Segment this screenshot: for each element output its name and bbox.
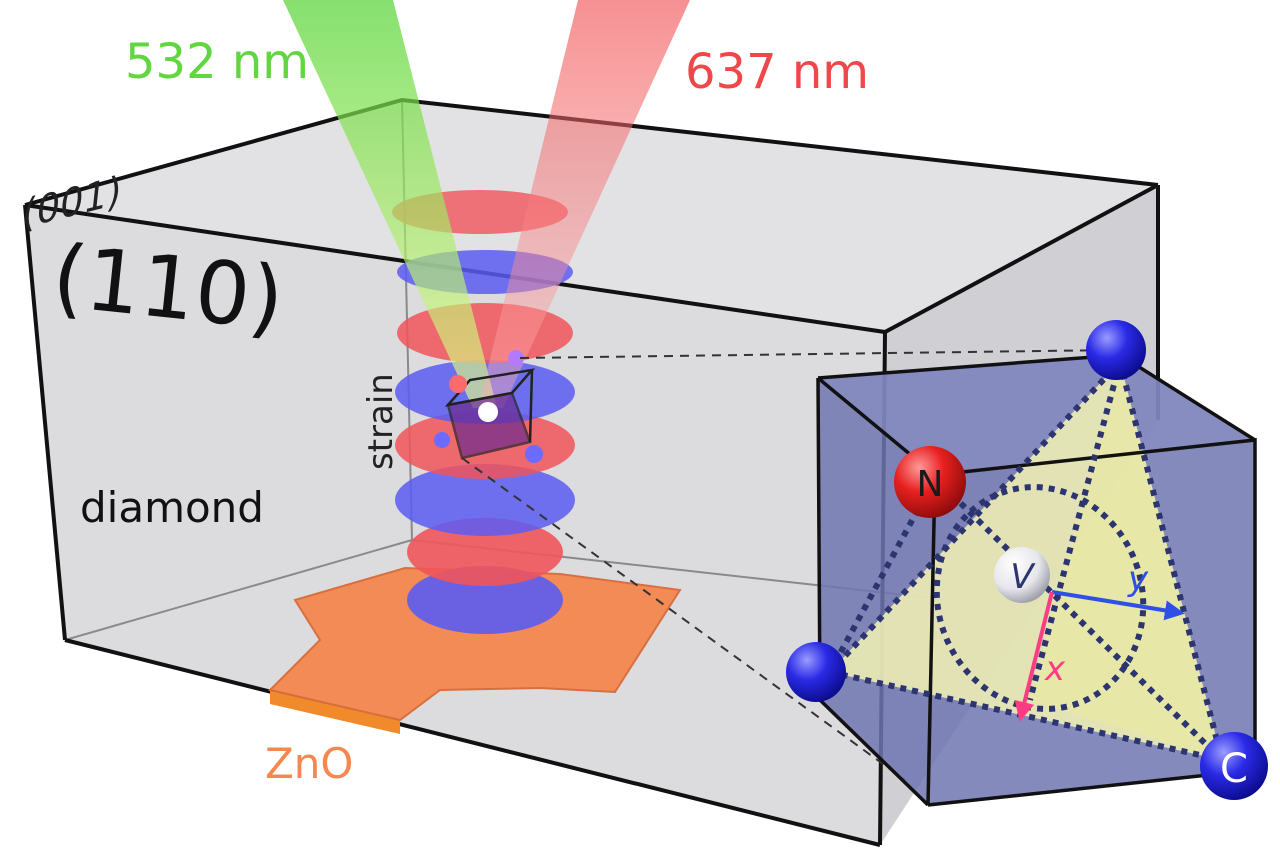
facet-110-label: (110) bbox=[48, 226, 288, 350]
strain-disc-red bbox=[407, 518, 563, 586]
atom-top-icon bbox=[1086, 320, 1146, 380]
inset-cube-top bbox=[820, 355, 1255, 475]
zno-label: ZnO bbox=[265, 739, 353, 788]
nv-carbon-dot bbox=[434, 432, 450, 448]
vacancy-icon bbox=[994, 547, 1050, 603]
zno-flake bbox=[268, 566, 682, 734]
atom-n-label: N bbox=[917, 464, 944, 505]
nv-center-inset bbox=[786, 320, 1268, 807]
axis-x-arrow bbox=[1014, 591, 1054, 722]
vacancy-label: V bbox=[1010, 557, 1036, 597]
atom-n-icon bbox=[894, 446, 966, 518]
laser-beams bbox=[283, 0, 690, 408]
zoom-lines bbox=[461, 349, 1116, 781]
box-left-edge bbox=[23, 204, 67, 641]
axis-y-arrow bbox=[1051, 590, 1185, 621]
box-bottom-edge bbox=[64, 638, 881, 847]
strain-disc-blue bbox=[395, 464, 575, 536]
strain-disc-blue bbox=[407, 566, 563, 634]
axis-y-label: y bbox=[1127, 559, 1149, 599]
red-laser-beam bbox=[478, 0, 690, 408]
zoom-line-top bbox=[519, 349, 1116, 359]
nv-cell-edge bbox=[528, 369, 534, 443]
strain-label: strain bbox=[361, 373, 401, 470]
box-back-edge-left bbox=[64, 539, 413, 641]
nv-unit-cell bbox=[434, 350, 543, 463]
zno-flake-edge bbox=[270, 690, 400, 734]
atom-left-icon bbox=[786, 642, 846, 702]
tetrahedron-face bbox=[1030, 362, 1222, 760]
nv-vacancy-dot bbox=[478, 402, 498, 422]
axis-x-label: x bbox=[1044, 649, 1066, 689]
atom-c-label: C bbox=[1220, 746, 1248, 792]
box-top-face bbox=[25, 100, 1158, 332]
atom-c-icon bbox=[1200, 732, 1268, 800]
diamond-label: diamond bbox=[80, 483, 264, 532]
nv-nitrogen-dot bbox=[449, 375, 467, 393]
red-beam-label: 637 nm bbox=[685, 44, 869, 100]
nv-carbon-dot bbox=[525, 445, 543, 463]
green-beam-label: 532 nm bbox=[125, 34, 309, 90]
green-laser-beam bbox=[283, 0, 497, 408]
nv-carbon-dot bbox=[508, 350, 524, 366]
zoom-line-bottom bbox=[461, 457, 906, 781]
